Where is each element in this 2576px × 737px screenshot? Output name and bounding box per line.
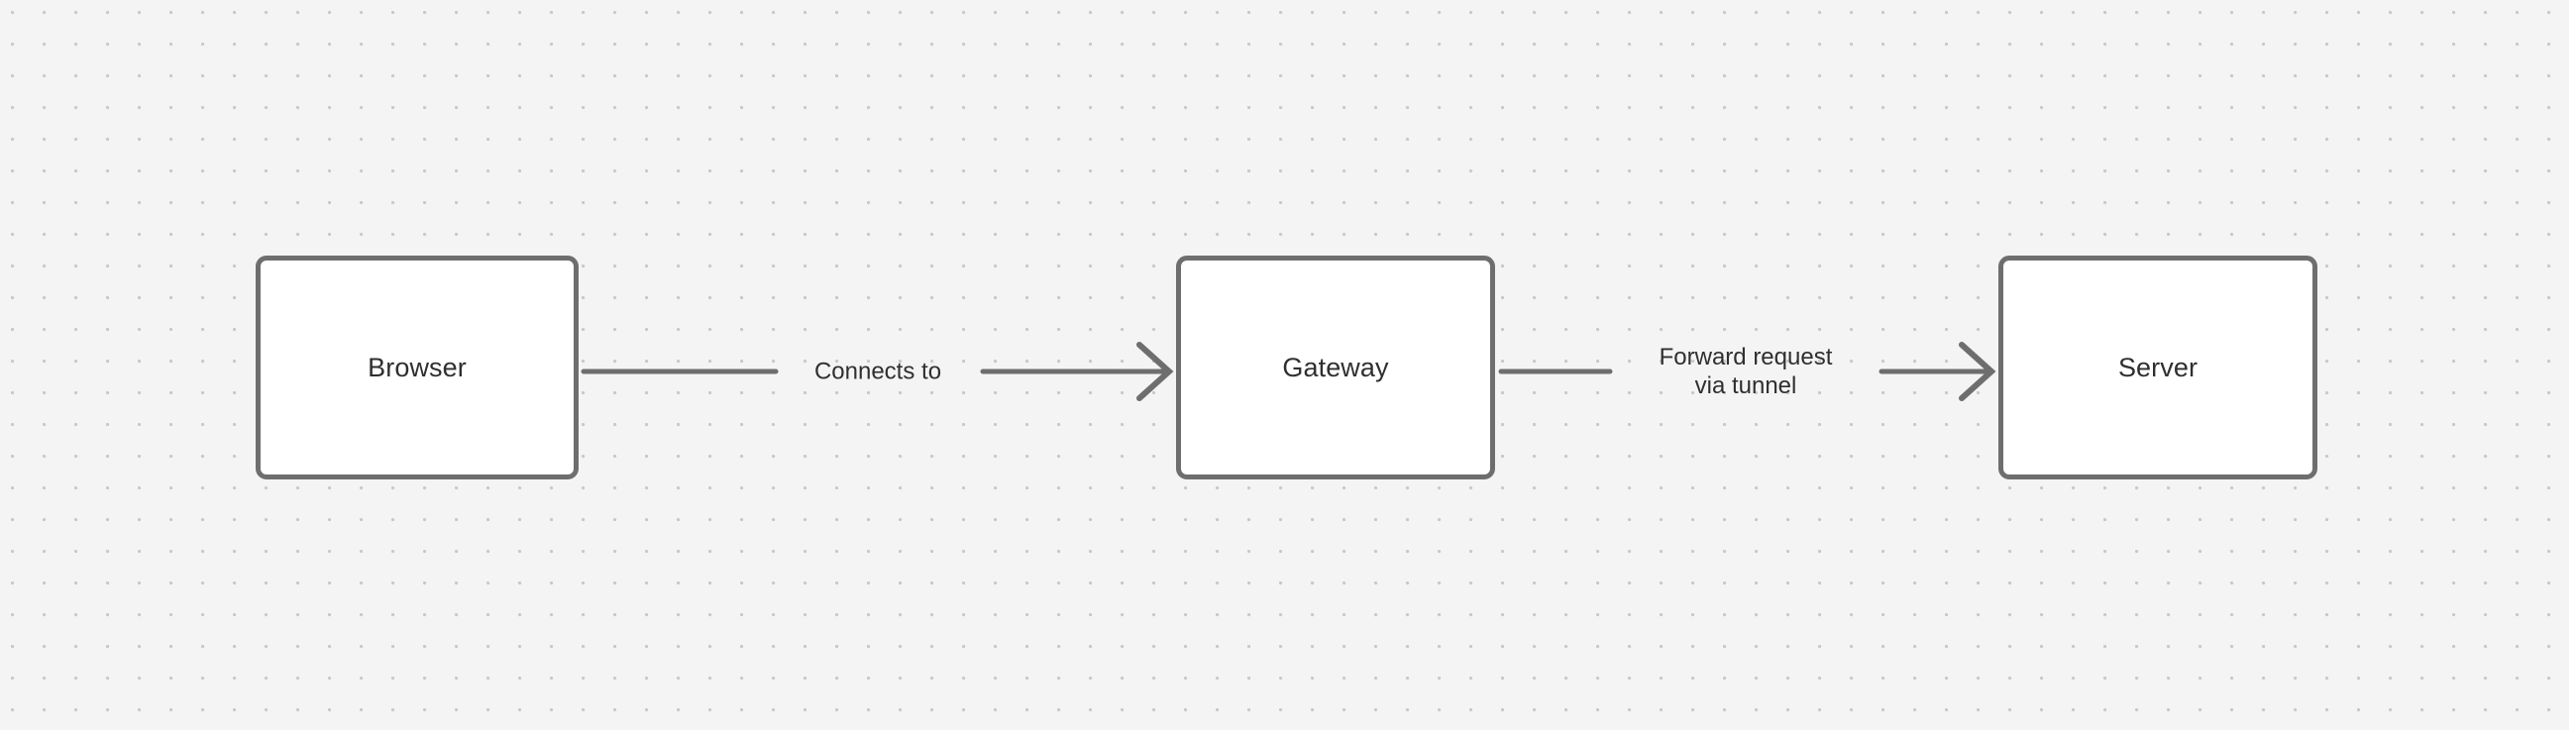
node-gateway-label: Gateway (1282, 352, 1389, 382)
edge-label-connects-to[interactable]: Connects to (813, 358, 942, 385)
edge-gateway-to-server[interactable] (1498, 342, 1996, 401)
edge-2-arrowhead-icon (1959, 342, 1996, 401)
node-browser[interactable]: Browser (256, 256, 579, 479)
edge-1-arrowhead-icon (1136, 342, 1174, 401)
node-browser-label: Browser (368, 352, 467, 382)
edge-browser-to-gateway[interactable] (581, 342, 1174, 401)
node-gateway[interactable]: Gateway (1176, 256, 1495, 479)
edge-label-forward-request-via-tunnel[interactable]: Forward request via tunnel (1659, 344, 1833, 399)
node-server[interactable]: Server (1998, 256, 2317, 479)
node-server-label: Server (2117, 352, 2199, 382)
